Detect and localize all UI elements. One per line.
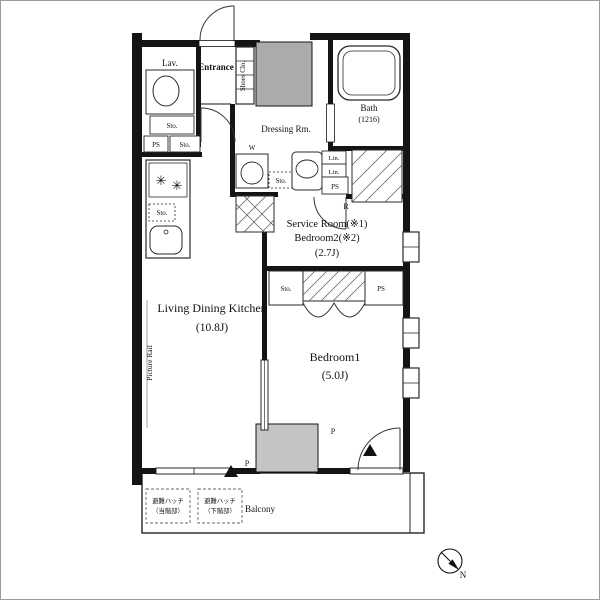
washer-label: W: [249, 144, 256, 152]
refrigerator-label: R: [343, 202, 349, 211]
window-bedroom1-upper: [402, 317, 420, 349]
bifold-doors: [302, 301, 366, 318]
room-label-ldk: Living Dining Kitchen: [157, 301, 266, 315]
compass-needle: [448, 559, 459, 570]
ps-label-stack: PS: [331, 183, 339, 191]
kitchen-counter: ✳ ✳: [145, 159, 191, 259]
walls: [132, 33, 410, 485]
marker-triangle-bedroom1: [363, 444, 377, 456]
pillar-block: [255, 423, 319, 473]
washer-pan: [235, 153, 294, 189]
hall-door: [200, 103, 236, 143]
hatch1-line1: 避難ハッチ: [152, 496, 183, 505]
room-size-bath: (1216): [358, 115, 380, 124]
room-label-balcony: Balcony: [245, 504, 275, 514]
window-ldk: [155, 467, 233, 475]
burner-icon: ✳: [172, 178, 183, 193]
sto-label-left-row: Sto.: [179, 141, 190, 149]
hatch1-line2: （当階部）: [152, 506, 183, 515]
hatch2-line1: 避難ハッチ: [204, 496, 235, 505]
bath-door: [326, 103, 335, 143]
room-label-lav: Lav.: [162, 58, 178, 68]
linen-label-2: Lin.: [329, 169, 340, 176]
room-label-entrance: Entrance: [198, 62, 234, 72]
service-room-door: [313, 196, 347, 230]
pillar-label-1: P: [331, 427, 336, 436]
refrigerator-space: [351, 149, 403, 203]
bedroom-closet: [268, 270, 404, 318]
sliding-door: [260, 359, 269, 431]
room-label-service-line2: Bedroom2(※2): [294, 233, 360, 244]
room-size-bedroom1: (5.0J): [322, 370, 349, 382]
room-label-bedroom1: Bedroom1: [310, 350, 361, 364]
compass: N: [437, 548, 467, 580]
room-label-dressing: Dressing Rm.: [261, 124, 311, 134]
hatch2-line2: （下階部）: [204, 506, 235, 515]
picture-rail-label: Picture Rail: [145, 345, 154, 381]
linen-label-1: Lin.: [329, 155, 340, 162]
sto-label-dressing: Sto.: [275, 177, 286, 185]
vanity-basin: [291, 151, 323, 191]
shaft-block: [255, 41, 313, 107]
pillar-label-2: P: [245, 459, 250, 468]
north-label: N: [460, 570, 467, 580]
burner-icon: ✳: [156, 173, 167, 188]
room-size-service: (2.7J): [315, 248, 340, 259]
ps-label-closet: PS: [377, 285, 385, 293]
crosshatch-box: [235, 195, 275, 233]
linen-closets: [321, 150, 349, 195]
marker-triangle-ldk: [224, 465, 238, 477]
evacuation-hatch-2: 避難ハッチ （下階部）: [197, 488, 243, 524]
sto-label-closet: Sto.: [280, 285, 291, 293]
room-label-service-line1: Service Room(※1): [287, 219, 368, 230]
room-size-ldk: (10.8J): [196, 322, 228, 334]
window-bedroom1-lower: [402, 367, 420, 399]
lavatory-fixtures: [143, 69, 201, 153]
room-label-bath: Bath: [361, 103, 378, 113]
bathtub: [337, 45, 401, 101]
entrance-door: [198, 5, 236, 47]
room-label-shoes-closet: Shoes Clo.: [239, 61, 247, 92]
sto-label-lav: Sto.: [166, 122, 177, 130]
sto-label-kitchen: Sto.: [156, 209, 167, 217]
window-service-room: [402, 231, 420, 263]
shoes-closet: [235, 46, 255, 105]
evacuation-hatch-1: 避難ハッチ （当階部）: [145, 488, 191, 524]
ps-label-left: PS: [152, 141, 160, 149]
balcony-door-bedroom1: [349, 427, 404, 475]
